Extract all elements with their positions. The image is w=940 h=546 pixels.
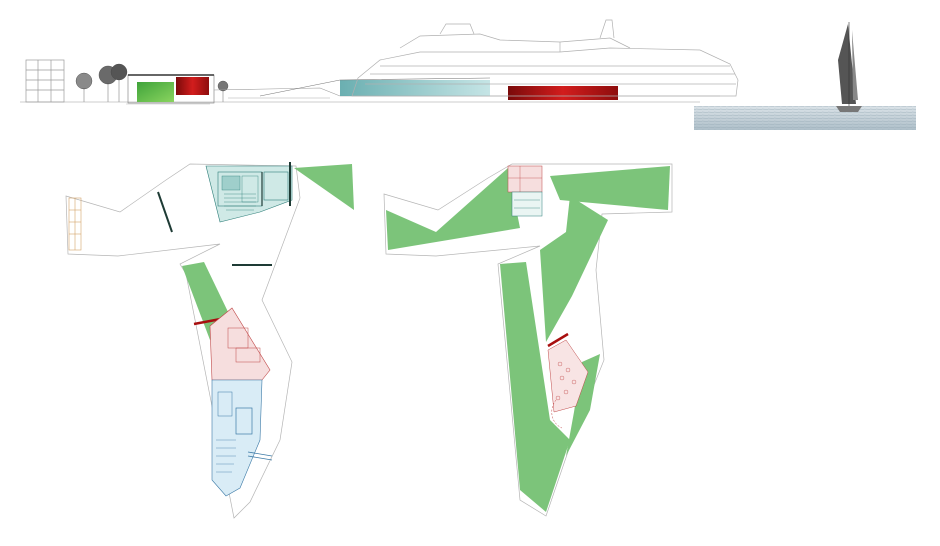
pink-interior <box>547 339 589 429</box>
blue-interior <box>211 379 273 497</box>
orange-fin <box>68 197 82 251</box>
landscape-green <box>540 196 608 342</box>
plan-lower <box>65 162 354 519</box>
pink-interior <box>209 307 271 381</box>
terminal-elevation <box>126 74 720 105</box>
cruise-ship <box>351 19 739 97</box>
pink-interior <box>507 165 543 193</box>
plan-upper <box>383 163 673 517</box>
apartment-building <box>25 59 65 103</box>
landscape-green <box>566 354 600 456</box>
teal-interior <box>205 162 293 223</box>
elevation-view <box>20 19 916 130</box>
sailboat <box>836 22 862 112</box>
site-outline <box>383 163 673 517</box>
landscape-green <box>500 262 570 512</box>
teal-interior <box>511 191 543 217</box>
landscape-green <box>550 166 670 210</box>
wall-segment <box>157 191 173 233</box>
landscape-green <box>294 164 354 210</box>
accent-red-wall <box>547 332 569 348</box>
site-outline <box>65 163 301 519</box>
tree-group <box>75 63 229 102</box>
landscape-green <box>386 168 520 250</box>
